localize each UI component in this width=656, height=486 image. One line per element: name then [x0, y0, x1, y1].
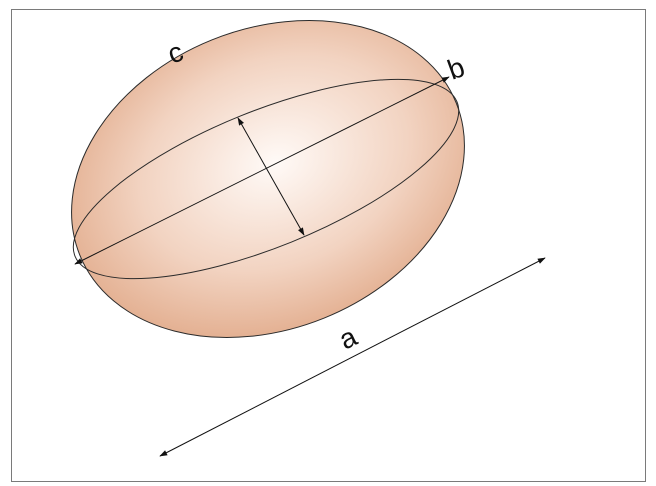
c-axis-arrow — [237, 117, 305, 236]
a-axis-arrow — [159, 257, 546, 457]
